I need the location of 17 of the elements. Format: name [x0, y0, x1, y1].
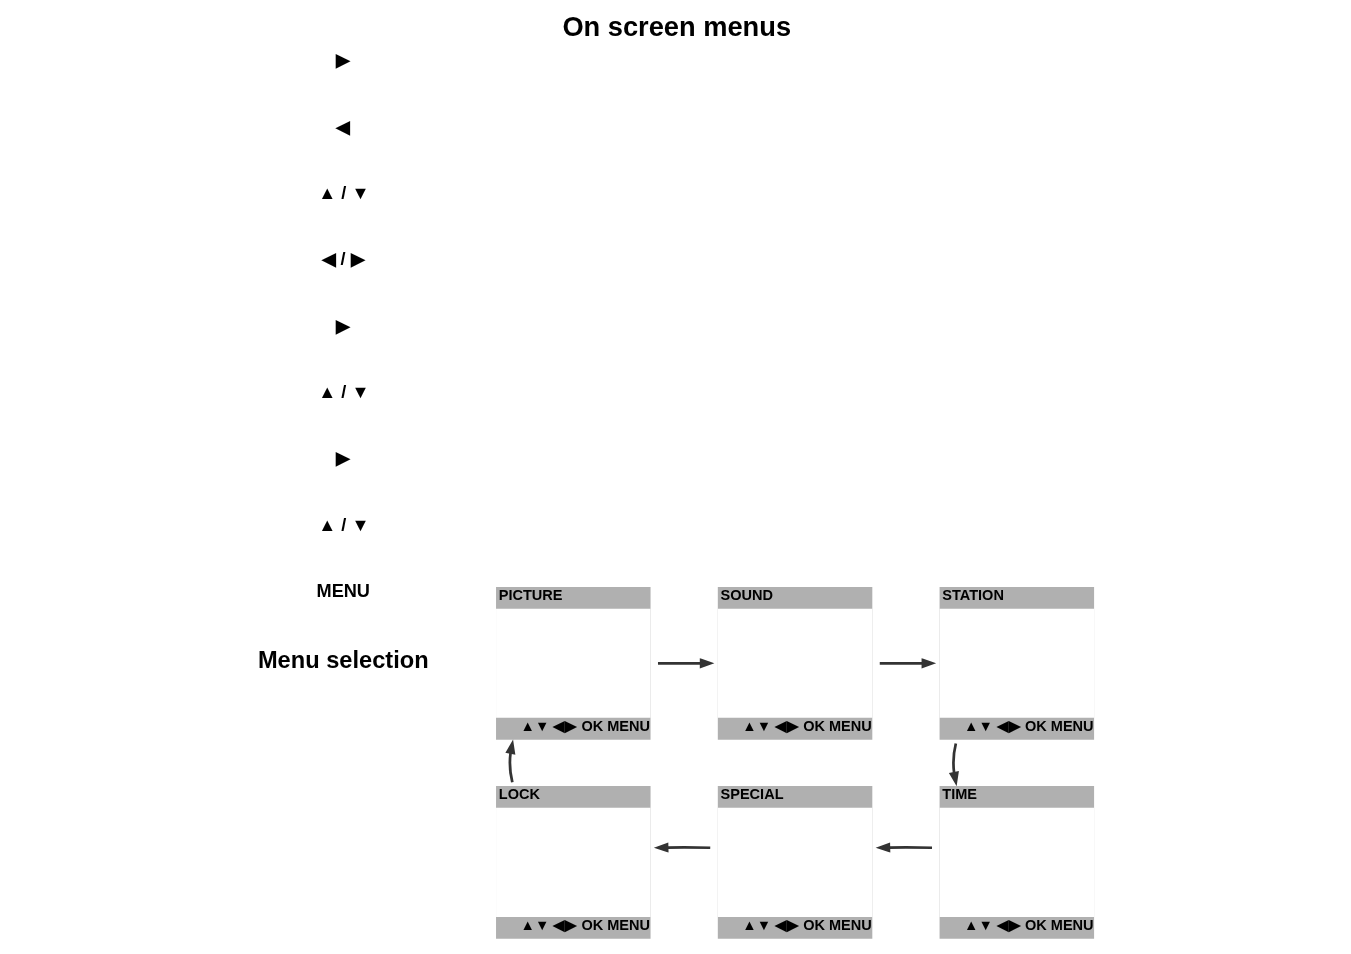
- label: ▶: [335, 50, 350, 71]
- label: ◀ / ▶: [321, 249, 365, 270]
- label: ◀: [335, 116, 350, 137]
- label: MENU: [316, 580, 370, 601]
- arrow: [504, 739, 515, 783]
- arrow: [948, 743, 959, 787]
- arrow: [653, 842, 710, 853]
- label: ▶: [335, 448, 350, 469]
- label: ▶: [335, 315, 350, 336]
- diagram-title: On screen menus: [561, 11, 791, 43]
- arrow: [875, 842, 932, 853]
- label: Menu selection: [257, 647, 429, 674]
- arrow: [657, 658, 714, 669]
- label: ▲ / ▼: [317, 514, 369, 535]
- label: ▲ / ▼: [317, 381, 369, 402]
- arrow: [879, 658, 936, 669]
- label: ▲ / ▼: [317, 182, 369, 203]
